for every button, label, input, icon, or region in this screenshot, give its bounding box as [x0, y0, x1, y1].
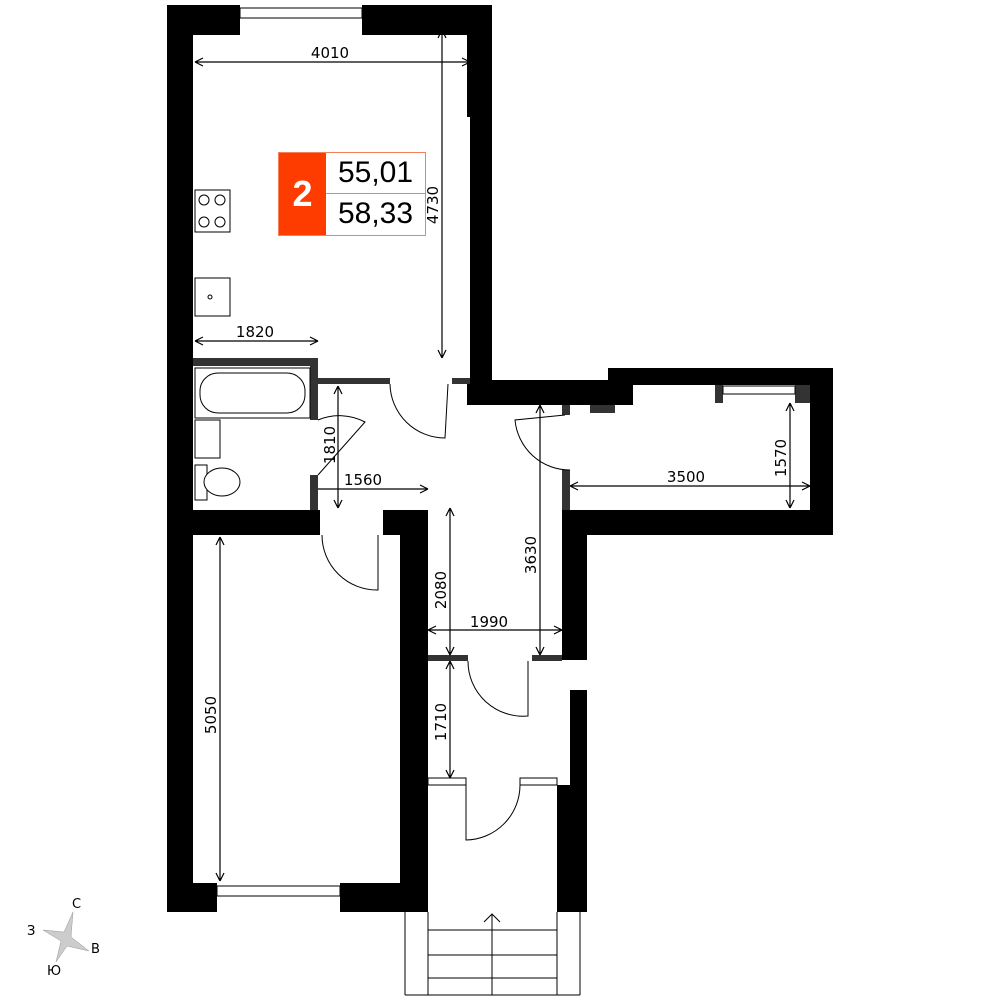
stove-icon	[194, 189, 231, 233]
fixtures	[194, 189, 581, 996]
compass-star-icon	[42, 911, 90, 963]
dim-bath-width: 1560	[344, 471, 382, 489]
living-area: 55,01	[326, 153, 425, 194]
stairs	[404, 912, 581, 996]
windows	[216, 7, 796, 897]
dim-balcony-height: 1570	[772, 439, 790, 477]
dim-top-width: 4010	[311, 44, 349, 62]
compass-north: С	[72, 897, 81, 912]
dim-corridor-height: 3630	[522, 536, 540, 574]
dim-bedroom-height: 5050	[202, 696, 220, 734]
dim-corridor-width: 1990	[470, 613, 508, 631]
sink-icon	[194, 277, 231, 317]
toilet-icon	[194, 464, 241, 501]
total-area: 58,33	[337, 197, 414, 230]
dim-balcony-width: 3500	[667, 468, 705, 486]
walls	[167, 5, 833, 912]
room-count: 2	[279, 153, 326, 235]
compass-west: З	[27, 924, 35, 939]
compass: С З В Ю	[27, 897, 100, 979]
dim-kitchen-width: 1820	[236, 323, 274, 341]
doors	[317, 383, 571, 841]
compass-south: Ю	[47, 964, 61, 979]
compass-east: В	[91, 942, 100, 957]
dim-hall-height: 1710	[432, 703, 450, 741]
dim-top-height: 4730	[424, 186, 442, 224]
dim-corridor-lower: 2080	[432, 571, 450, 609]
dimension-lines	[194, 29, 811, 882]
washbasin-icon	[194, 419, 221, 459]
dimension-labels: 4010 4730 1820 1810 1560 3500 1570 3630 …	[202, 44, 790, 741]
bathtub-icon	[194, 367, 311, 419]
area-badge: 2 55,01 58,33	[278, 152, 426, 236]
dim-bath-height: 1810	[321, 426, 339, 464]
